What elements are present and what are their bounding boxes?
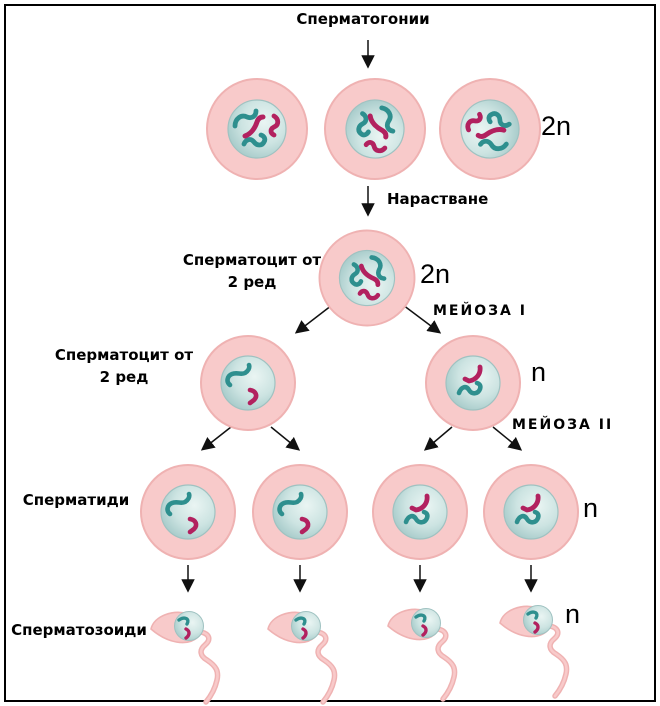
label-meiosis-1: МЕЙОЗА I: [433, 303, 527, 319]
spermatid-cell-3: [373, 465, 467, 559]
spermatogonium-cell-1: [207, 79, 307, 179]
spermatogonium-cell-3: [420, 59, 559, 198]
ploidy-secondary-spermatocyte: n: [531, 357, 547, 387]
spermatozoon-2: [268, 612, 335, 703]
label-spermatozoa: Сперматозоиди: [11, 621, 147, 639]
arrow-meiosis2-left-1: [200, 426, 232, 451]
label-secondary-spermatocyte-line2: 2 ред: [99, 368, 149, 386]
spermatid-cell-4: [484, 465, 578, 559]
spermatozoon-1: [151, 612, 218, 703]
spermatid-cell-2: [253, 465, 347, 559]
arrow-meiosis2-left-2: [270, 426, 301, 451]
label-secondary-spermatocyte-line1: Сперматоцит от: [54, 346, 194, 364]
label-primary-spermatocyte-line1: Сперматоцит от: [182, 251, 322, 269]
primary-spermatocyte-cell: [316, 227, 419, 330]
secondary-spermatocyte-cell-right: [426, 336, 520, 430]
arrow-meiosis2-right-1: [423, 426, 453, 451]
label-spermatogonia: Сперматогонии: [296, 10, 430, 28]
label-primary-spermatocyte-line2: 2 ред: [227, 273, 277, 291]
ploidy-spermatids: n: [583, 493, 599, 523]
spermatozoon-4: [500, 606, 567, 697]
spermatogonium-cell-2: [317, 71, 433, 187]
ploidy-primary-spermatocyte: 2n: [420, 259, 451, 289]
label-secondary-spermatocyte: Сперматоцит от 2 ред: [55, 344, 193, 388]
secondary-spermatocyte-cell-left: [201, 336, 295, 430]
ploidy-spermatozoa: n: [565, 599, 581, 629]
label-primary-spermatocyte: Сперматоцит от 2 ред: [183, 249, 321, 293]
spermatid-cell-1: [141, 465, 235, 559]
arrow-meiosis2-right-2: [492, 426, 523, 451]
label-meiosis-2: МЕЙОЗА II: [512, 417, 614, 433]
label-spermatids: Сперматиди: [22, 491, 130, 509]
spermatozoon-3: [388, 609, 455, 700]
ploidy-spermatogonia: 2n: [541, 111, 572, 141]
label-growth: Нарастване: [387, 190, 489, 208]
